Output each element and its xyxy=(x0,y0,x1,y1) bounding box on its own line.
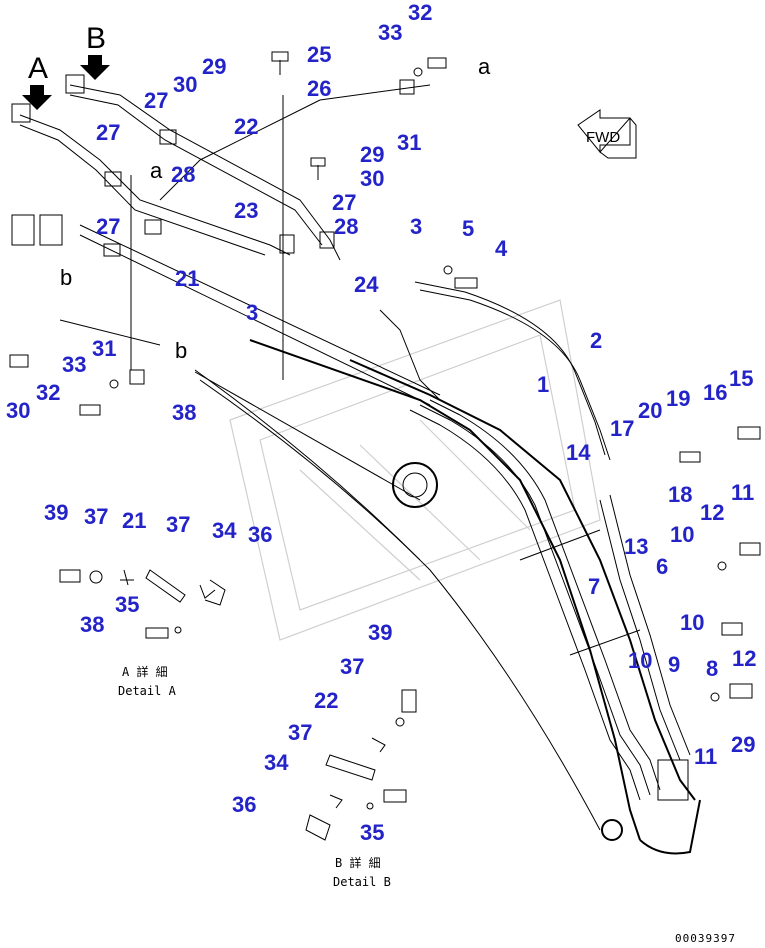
callout-labels: 32 33 25 26 29 30 27 22 31 27 28 29 30 2… xyxy=(6,0,756,845)
callout-1: 1 xyxy=(537,372,549,397)
callout-29-c: 30 xyxy=(6,398,30,423)
callout-21: 21 xyxy=(175,266,199,291)
callout-8: 12 xyxy=(732,646,756,671)
callout-17: 17 xyxy=(610,416,634,441)
callout-9: 8 xyxy=(706,656,718,681)
callout-35: 38 xyxy=(80,612,104,637)
watermark-logo xyxy=(229,299,601,641)
callout-27-c: 27 xyxy=(332,190,356,215)
callout-32-b: 33 xyxy=(62,352,86,377)
clamp-brackets xyxy=(11,74,415,385)
callout-36: 35 xyxy=(115,592,139,617)
callout-20: 20 xyxy=(638,398,662,423)
callout-23: 23 xyxy=(234,198,258,223)
callout-24: 24 xyxy=(354,272,379,297)
fwd-arrow-icon: FWD xyxy=(577,109,637,159)
callout-33: 33 xyxy=(378,20,402,45)
callout-22: 22 xyxy=(234,114,258,139)
callout-26: 26 xyxy=(307,76,331,101)
detail-b-en: Detail B xyxy=(333,875,391,889)
fwd-label: FWD xyxy=(586,129,620,146)
ref-label-b-mid: b xyxy=(175,338,187,363)
callout-37-b: 34 xyxy=(212,518,237,543)
callout-29: 29 xyxy=(202,54,226,79)
view-label-b: B xyxy=(86,22,106,55)
callout-14: 14 xyxy=(566,440,591,465)
callout-39-b: 37 xyxy=(340,654,364,679)
callout-21-b: 37 xyxy=(166,512,190,537)
drawing-number: 00039397 xyxy=(675,932,736,945)
callout-6: 6 xyxy=(656,554,668,579)
callout-36-b: 35 xyxy=(360,820,384,845)
callout-33-b: 31 xyxy=(92,336,116,361)
callout-3-b: 3 xyxy=(246,300,258,325)
callout-29-b: 29 xyxy=(360,142,384,167)
callout-39: 37 xyxy=(84,504,108,529)
callout-10-b: 10 xyxy=(680,610,704,635)
callout-32: 32 xyxy=(408,0,432,25)
callout-34: 36 xyxy=(248,522,272,547)
callout-27: 27 xyxy=(144,88,168,113)
callout-18: 18 xyxy=(668,482,692,507)
callout-2: 2 xyxy=(590,328,602,353)
callout-37-c: 22 xyxy=(314,688,338,713)
callout-34-b: 36 xyxy=(232,792,256,817)
callout-31: 31 xyxy=(397,130,421,155)
callout-3: 3 xyxy=(410,214,422,239)
callout-15: 15 xyxy=(729,366,753,391)
ref-label-b-left: b xyxy=(60,265,72,290)
callout-7: 7 xyxy=(588,574,600,599)
detail-b-drawing xyxy=(305,689,417,841)
hoses-1-2 xyxy=(379,281,691,801)
callout-10-d: 9 xyxy=(668,652,680,677)
ref-label-a-top: a xyxy=(478,54,491,79)
boom-structure xyxy=(194,339,701,855)
bolts-and-leaders xyxy=(9,51,761,702)
detail-a-en: Detail A xyxy=(118,684,177,698)
callout-28: 28 xyxy=(171,162,195,187)
callout-31-b: 38 xyxy=(172,400,196,425)
callout-37-d: 34 xyxy=(264,750,289,775)
view-arrow-b: B xyxy=(80,22,110,80)
callout-12: 12 xyxy=(700,500,724,525)
callout-22-b: 37 xyxy=(288,720,312,745)
callout-30: 30 xyxy=(173,72,197,97)
callout-11-b: 29 xyxy=(731,732,755,757)
callout-10: 10 xyxy=(670,522,694,547)
callout-27-d: 27 xyxy=(96,214,120,239)
callout-13: 13 xyxy=(624,534,648,559)
ref-label-a-mid: a xyxy=(150,158,163,183)
callout-11: 11 xyxy=(731,480,754,505)
callout-37: 21 xyxy=(122,508,146,533)
callout-25: 25 xyxy=(307,42,331,67)
callout-38: 39 xyxy=(44,500,68,525)
callout-27-b: 27 xyxy=(96,120,120,145)
view-label-a: A xyxy=(28,52,48,85)
detail-b-jp: B 詳 細 xyxy=(335,855,381,870)
callout-16: 16 xyxy=(703,380,727,405)
callout-10-c: 10 xyxy=(628,648,652,673)
callout-5: 5 xyxy=(462,216,474,241)
callout-38-b: 39 xyxy=(368,620,392,645)
detail-a-jp: A 詳 細 xyxy=(122,664,168,679)
callout-19: 19 xyxy=(666,386,690,411)
callout-28-b: 28 xyxy=(334,214,358,239)
callout-4: 4 xyxy=(495,236,508,261)
detail-a-drawing xyxy=(59,569,226,639)
view-arrow-a: A xyxy=(22,52,52,110)
callout-30-b: 30 xyxy=(360,166,384,191)
callout-12-b: 11 xyxy=(694,744,717,769)
pipes-21-22 xyxy=(19,84,441,406)
callout-30-c: 32 xyxy=(36,380,60,405)
